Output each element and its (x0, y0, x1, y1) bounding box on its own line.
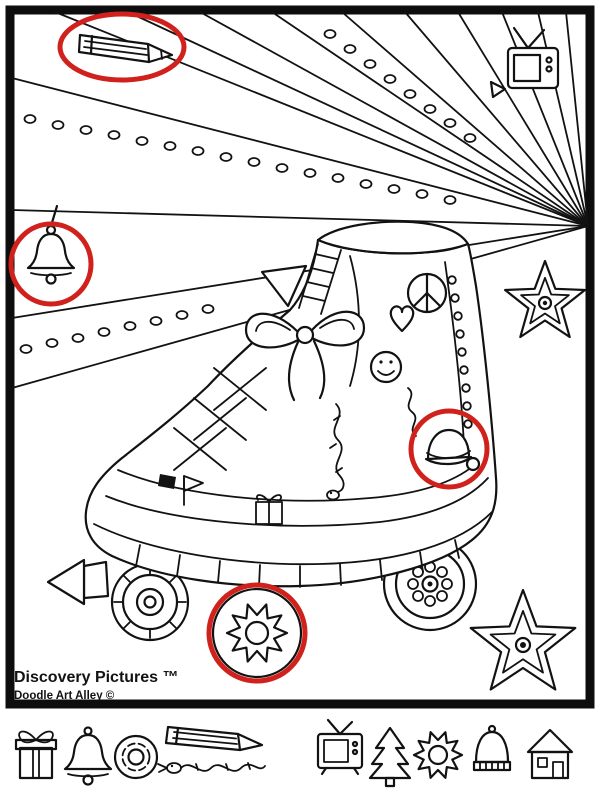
hidden-gift[interactable] (255, 494, 283, 525)
hidden-flag[interactable] (183, 475, 204, 506)
marker-circle-pencil (57, 11, 187, 83)
marker-circle-bell (8, 221, 94, 307)
peace-sign-icon (406, 272, 448, 314)
hidden-bell[interactable] (26, 204, 76, 285)
squiggle-line (407, 387, 417, 437)
bell-icon (63, 726, 113, 786)
star-bottom-right-icon (469, 588, 577, 691)
dotted-ray-band-top (323, 29, 477, 143)
dark-patch (158, 474, 176, 489)
eyelet-strip (444, 261, 473, 447)
roller-skate-boot (84, 220, 498, 588)
hidden-hat[interactable] (424, 428, 481, 472)
hidden-snake[interactable] (326, 403, 345, 501)
cuff-inner-line (325, 242, 463, 255)
hidden-pencil[interactable] (77, 33, 174, 64)
dotted-ray-band-lower (19, 304, 215, 354)
toe-stop (46, 558, 110, 606)
heart-icon (389, 305, 415, 333)
hidden-sun[interactable] (225, 603, 289, 663)
tree-icon (368, 726, 412, 788)
tv-icon (316, 718, 364, 776)
sun-icon (412, 731, 464, 779)
main-scene: Discovery Pictures ™ Doodle Art Alley © (5, 5, 595, 709)
tongue-flap (260, 264, 308, 308)
dotted-ray-band-upper (23, 114, 457, 205)
marker-circle-hat (408, 408, 490, 490)
smiley-face-icon (369, 350, 403, 384)
shaft-laces (298, 243, 342, 315)
hat-icon (472, 724, 512, 772)
credit-text: Doodle Art Alley © (14, 690, 115, 702)
pencil-icon (164, 725, 264, 752)
instep-laces (173, 367, 267, 471)
found-markers (8, 11, 490, 684)
snake-icon (157, 762, 266, 774)
lace-bow (244, 310, 366, 402)
marker-circle-sun (206, 582, 308, 684)
legend-strip (14, 718, 574, 788)
hidden-tv[interactable] (489, 26, 560, 99)
house-icon (526, 728, 574, 780)
publisher-text: Discovery Pictures ™ (14, 669, 179, 686)
gift-icon (14, 730, 58, 780)
star-right-icon (504, 259, 586, 339)
donut-icon (113, 734, 159, 780)
